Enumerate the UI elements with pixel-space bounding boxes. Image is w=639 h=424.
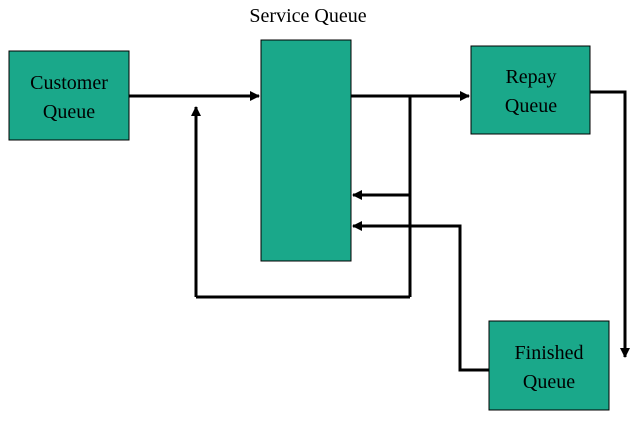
repay-queue-label-line1: Repay bbox=[505, 66, 556, 88]
service-queue-box bbox=[260, 39, 352, 262]
finished-to-service-arrow bbox=[352, 221, 489, 372]
finished-queue-box: Finished Queue bbox=[488, 320, 610, 411]
diagram-title: Service Queue bbox=[249, 5, 366, 27]
customer-queue-box: Customer Queue bbox=[8, 50, 130, 141]
repay-queue-label-line2: Queue bbox=[505, 95, 557, 117]
finished-queue-label-line1: Finished bbox=[515, 342, 584, 364]
repay-to-finished-arrow bbox=[590, 90, 630, 358]
customer-queue-label-line1: Customer bbox=[30, 72, 108, 94]
customer-queue-label-line2: Queue bbox=[43, 101, 95, 123]
finished-queue-label-line2: Queue bbox=[523, 371, 575, 393]
repay-queue-box: Repay Queue bbox=[470, 45, 591, 135]
